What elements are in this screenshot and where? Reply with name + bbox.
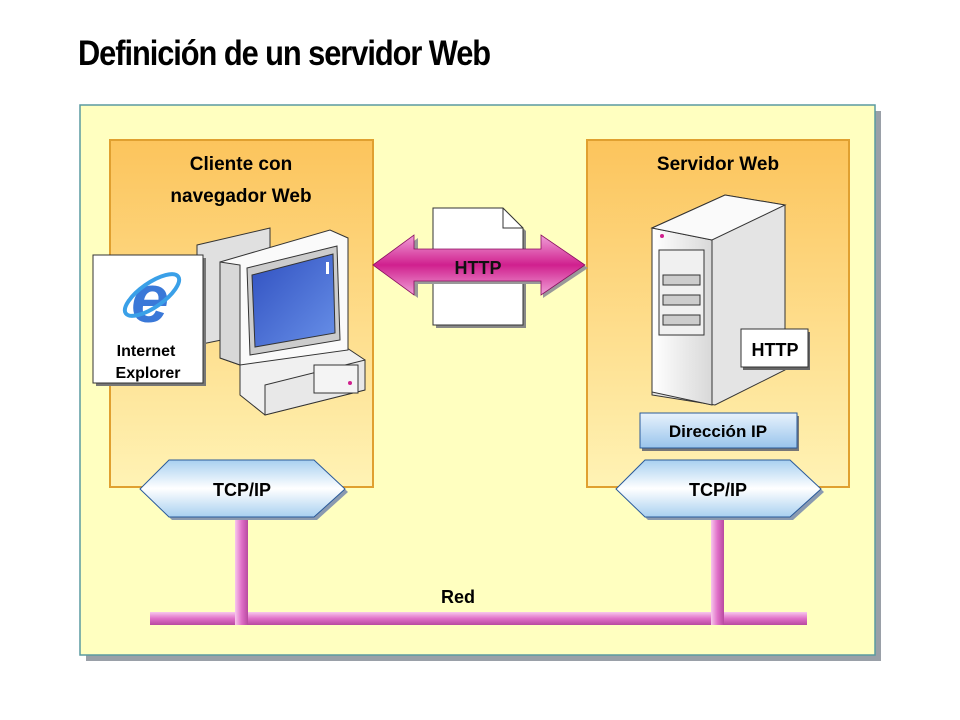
server-tcpip-label: TCP/IP <box>689 480 747 500</box>
internet-explorer-card[interactable]: e Internet Explorer <box>92 254 206 386</box>
http-double-arrow: HTTP <box>372 234 588 298</box>
client-tcpip-hexagon: TCP/IP <box>139 459 348 520</box>
http-arrow-label: HTTP <box>455 258 502 278</box>
svg-text:e: e <box>131 261 169 337</box>
client-tcpip-label: TCP/IP <box>213 480 271 500</box>
http-badge: HTTP <box>740 328 810 370</box>
ip-address-label: Dirección IP <box>669 422 767 441</box>
server-tcpip-hexagon: TCP/IP <box>615 459 824 520</box>
client-label-line2: navegador Web <box>170 186 311 207</box>
server-label: Servidor Web <box>657 154 779 175</box>
network-label: Red <box>441 587 475 607</box>
internet-explorer-icon: e <box>122 261 182 337</box>
ie-label-line1: Internet <box>117 343 176 360</box>
ie-label-line2: Explorer <box>116 365 181 382</box>
server-network-link <box>711 517 724 625</box>
server-tower-icon <box>650 194 787 406</box>
http-badge-label: HTTP <box>752 340 799 360</box>
network-line <box>150 612 807 625</box>
computer-icon <box>196 227 366 416</box>
client-label-line1: Cliente con <box>190 154 292 175</box>
client-network-link <box>235 517 248 625</box>
page-title: Definición de un servidor Web <box>78 34 491 73</box>
ip-address-box: Dirección IP <box>639 412 799 451</box>
